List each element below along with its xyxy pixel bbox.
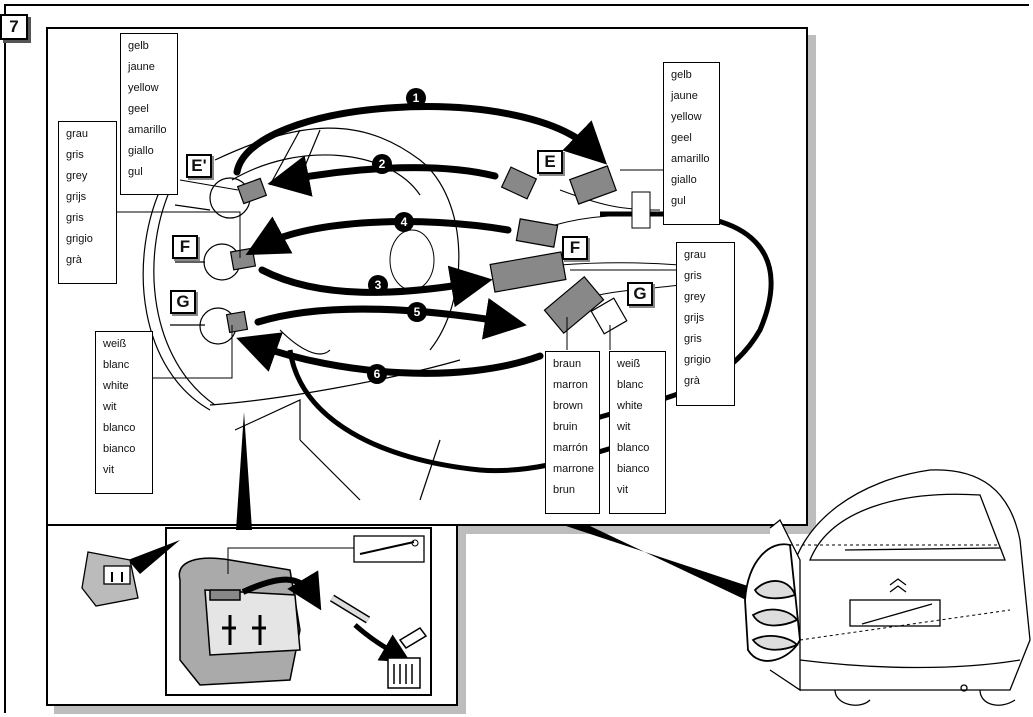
color-word: gris: [684, 270, 702, 282]
color-word: gul: [128, 166, 143, 178]
color-word: grà: [684, 375, 700, 387]
color-word: grijs: [66, 191, 87, 203]
color-word: white: [103, 380, 129, 392]
color-word: jaune: [128, 61, 155, 73]
connector-icon: [225, 165, 628, 335]
color-word: wit: [103, 401, 117, 413]
connector-label-e-prime: E': [186, 154, 212, 178]
lamp-housing-icon: [744, 543, 801, 662]
color-word: white: [617, 400, 643, 412]
color-word: jaune: [671, 90, 698, 102]
color-word: grigio: [66, 233, 93, 245]
pin-removal-tool-icon: [227, 535, 425, 574]
arrow-number-6: 6: [367, 364, 387, 384]
color-word: geel: [128, 103, 149, 115]
color-word: blanc: [617, 379, 644, 391]
color-word: gul: [671, 195, 686, 207]
color-word: wit: [617, 421, 631, 433]
color-word: gelb: [671, 69, 692, 81]
trash-can-icon: [387, 627, 428, 689]
color-box-brown: braun marron brown bruin marrón marrone …: [545, 351, 600, 514]
color-word: amarillo: [128, 124, 167, 136]
color-box-grey-right: grau gris grey grijs gris grigio grà: [676, 242, 735, 406]
color-word: giallo: [128, 145, 154, 157]
car-rear-icon: [769, 469, 1031, 706]
color-word: vit: [617, 484, 628, 496]
color-word: blanco: [617, 442, 650, 454]
connector-icon: [81, 551, 139, 607]
color-word: weiß: [617, 358, 641, 370]
color-word: yellow: [128, 82, 159, 94]
color-word: grey: [66, 170, 88, 182]
color-word: marrón: [553, 442, 588, 454]
connector-label-f-left: F: [172, 235, 198, 259]
color-word: gris: [684, 333, 702, 345]
connector-label-f-right: F: [562, 236, 588, 260]
color-word: blanc: [103, 359, 130, 371]
arrow-number-1: 1: [406, 88, 426, 108]
color-word: bianco: [103, 443, 136, 455]
color-word: brun: [553, 484, 576, 496]
color-box-white-left: weiß blanc white wit blanco bianco vit: [95, 331, 153, 494]
color-word: gris: [66, 212, 84, 224]
step-number: 7: [0, 14, 28, 40]
color-word: braun: [553, 358, 582, 370]
arrow-number-3: 3: [368, 275, 388, 295]
color-word: weiß: [103, 338, 127, 350]
color-word: grijs: [684, 312, 705, 324]
color-word: grau: [66, 128, 89, 140]
color-word: gris: [66, 149, 84, 161]
connector-label-g-right: G: [627, 282, 653, 306]
color-word: grigio: [684, 354, 711, 366]
color-word: gelb: [128, 40, 149, 52]
arrow-number-4: 4: [394, 212, 414, 232]
color-word: grà: [66, 254, 82, 266]
color-word: marron: [553, 379, 588, 391]
color-word: brown: [553, 400, 583, 412]
color-word: marrone: [553, 463, 594, 475]
color-word: vit: [103, 464, 114, 476]
arrow-number-5: 5: [407, 302, 427, 322]
color-word: amarillo: [671, 153, 710, 165]
color-word: giallo: [671, 174, 697, 186]
color-box-yellow-left: gelb jaune yellow geel amarillo giallo g…: [120, 33, 178, 195]
color-word: blanco: [103, 422, 136, 434]
color-box-grey-left: grau gris grey grijs gris grigio grà: [58, 121, 117, 284]
color-word: bianco: [617, 463, 650, 475]
page-frame: [4, 4, 1029, 713]
color-word: yellow: [671, 111, 702, 123]
color-word: grey: [684, 291, 706, 303]
color-word: bruin: [553, 421, 578, 433]
connector-label-g-left: G: [170, 290, 196, 314]
color-word: geel: [671, 132, 692, 144]
color-word: grau: [684, 249, 707, 261]
arrow-number-2: 2: [372, 154, 392, 174]
color-box-yellow-right: gelb jaune yellow geel amarillo giallo g…: [663, 62, 720, 225]
color-box-white-right: weiß blanc white wit blanco bianco vit: [609, 351, 666, 514]
connector-label-e: E: [537, 150, 563, 174]
